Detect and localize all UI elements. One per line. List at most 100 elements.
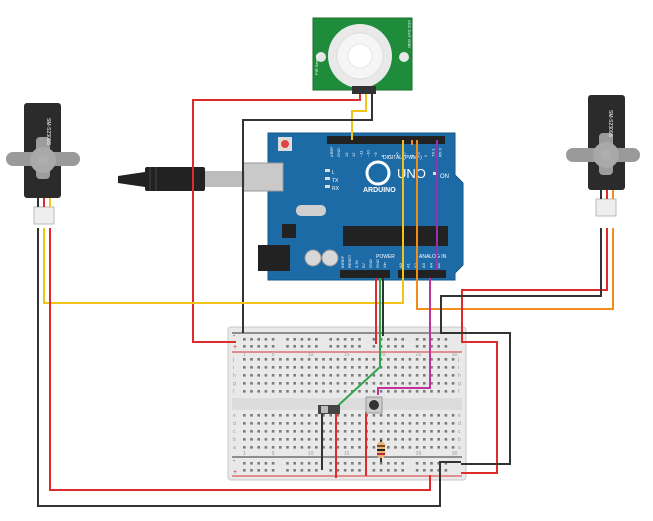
- breadboard-hole[interactable]: [293, 366, 296, 369]
- breadboard-hole[interactable]: [365, 358, 368, 361]
- breadboard-hole[interactable]: [336, 366, 340, 369]
- breadboard-hole[interactable]: [264, 462, 268, 465]
- breadboard-hole[interactable]: [394, 438, 397, 441]
- breadboard-hole[interactable]: [379, 414, 383, 417]
- breadboard-hole[interactable]: [271, 338, 275, 341]
- breadboard-hole[interactable]: [307, 374, 311, 377]
- breadboard-hole[interactable]: [343, 374, 347, 377]
- breadboard-hole[interactable]: [279, 438, 282, 441]
- breadboard-hole[interactable]: [444, 422, 448, 425]
- breadboard-hole[interactable]: [372, 438, 376, 441]
- breadboard-hole[interactable]: [279, 382, 282, 385]
- breadboard-hole[interactable]: [300, 422, 304, 425]
- breadboard-hole[interactable]: [415, 422, 419, 425]
- breadboard-hole[interactable]: [264, 469, 268, 472]
- breadboard-hole[interactable]: [387, 338, 390, 341]
- breadboard-hole[interactable]: [271, 345, 275, 348]
- breadboard-hole[interactable]: [444, 414, 448, 417]
- breadboard-hole[interactable]: [336, 390, 340, 393]
- breadboard-hole[interactable]: [358, 338, 361, 341]
- breadboard-hole[interactable]: [315, 382, 318, 385]
- breadboard-hole[interactable]: [372, 446, 376, 449]
- breadboard-hole[interactable]: [401, 438, 404, 441]
- push-button[interactable]: [365, 396, 383, 414]
- breadboard-hole[interactable]: [394, 345, 397, 348]
- breadboard-hole[interactable]: [250, 414, 253, 417]
- breadboard-hole[interactable]: [279, 390, 282, 393]
- breadboard-hole[interactable]: [257, 382, 260, 385]
- breadboard-hole[interactable]: [257, 430, 260, 433]
- breadboard-hole[interactable]: [444, 382, 448, 385]
- breadboard-hole[interactable]: [343, 446, 347, 449]
- breadboard-hole[interactable]: [365, 382, 368, 385]
- breadboard-hole[interactable]: [300, 469, 304, 472]
- breadboard-hole[interactable]: [372, 390, 376, 393]
- breadboard-hole[interactable]: [329, 338, 332, 341]
- breadboard-hole[interactable]: [379, 438, 383, 441]
- breadboard-hole[interactable]: [307, 390, 311, 393]
- breadboard-hole[interactable]: [257, 462, 260, 465]
- breadboard-hole[interactable]: [250, 382, 253, 385]
- breadboard-hole[interactable]: [286, 446, 289, 449]
- breadboard-hole[interactable]: [415, 345, 419, 348]
- breadboard-hole[interactable]: [300, 462, 304, 465]
- breadboard-hole[interactable]: [257, 358, 260, 361]
- breadboard-hole[interactable]: [271, 390, 275, 393]
- breadboard-hole[interactable]: [415, 374, 419, 377]
- breadboard-hole[interactable]: [322, 390, 325, 393]
- breadboard-hole[interactable]: [322, 414, 325, 417]
- breadboard-hole[interactable]: [351, 366, 354, 369]
- breadboard-hole[interactable]: [286, 366, 289, 369]
- breadboard-hole[interactable]: [451, 390, 455, 393]
- breadboard-hole[interactable]: [358, 358, 361, 361]
- breadboard-hole[interactable]: [243, 358, 246, 361]
- slide-switch[interactable]: [318, 405, 340, 414]
- breadboard-hole[interactable]: [307, 446, 311, 449]
- breadboard-hole[interactable]: [293, 422, 296, 425]
- breadboard-hole[interactable]: [264, 338, 268, 341]
- breadboard-hole[interactable]: [286, 414, 289, 417]
- breadboard-hole[interactable]: [336, 382, 340, 385]
- breadboard-hole[interactable]: [358, 438, 361, 441]
- breadboard-hole[interactable]: [243, 345, 246, 348]
- breadboard-hole[interactable]: [451, 358, 455, 361]
- breadboard-hole[interactable]: [336, 338, 340, 341]
- breadboard-hole[interactable]: [358, 469, 361, 472]
- breadboard-hole[interactable]: [336, 422, 340, 425]
- breadboard-hole[interactable]: [387, 358, 390, 361]
- breadboard-hole[interactable]: [336, 345, 340, 348]
- breadboard-hole[interactable]: [293, 430, 296, 433]
- breadboard-hole[interactable]: [423, 345, 426, 348]
- breadboard-hole[interactable]: [394, 338, 397, 341]
- breadboard-hole[interactable]: [336, 358, 340, 361]
- breadboard-hole[interactable]: [315, 374, 318, 377]
- breadboard-hole[interactable]: [271, 414, 275, 417]
- breadboard-hole[interactable]: [257, 438, 260, 441]
- breadboard-hole[interactable]: [293, 345, 296, 348]
- breadboard-hole[interactable]: [336, 469, 340, 472]
- breadboard-hole[interactable]: [257, 366, 260, 369]
- breadboard-hole[interactable]: [394, 374, 397, 377]
- breadboard-hole[interactable]: [293, 414, 296, 417]
- breadboard-hole[interactable]: [264, 446, 268, 449]
- breadboard-hole[interactable]: [250, 390, 253, 393]
- breadboard-hole[interactable]: [430, 446, 433, 449]
- breadboard-hole[interactable]: [250, 438, 253, 441]
- breadboard-hole[interactable]: [315, 438, 318, 441]
- breadboard-hole[interactable]: [423, 469, 426, 472]
- breadboard-hole[interactable]: [358, 374, 361, 377]
- breadboard-hole[interactable]: [387, 366, 390, 369]
- breadboard-hole[interactable]: [315, 462, 318, 465]
- breadboard-hole[interactable]: [372, 345, 376, 348]
- breadboard-hole[interactable]: [372, 422, 376, 425]
- breadboard-hole[interactable]: [415, 382, 419, 385]
- breadboard-hole[interactable]: [444, 462, 448, 465]
- breadboard-hole[interactable]: [372, 374, 376, 377]
- breadboard-hole[interactable]: [437, 358, 440, 361]
- breadboard-hole[interactable]: [243, 374, 246, 377]
- breadboard-hole[interactable]: [286, 390, 289, 393]
- breadboard-hole[interactable]: [264, 345, 268, 348]
- breadboard-hole[interactable]: [401, 390, 404, 393]
- breadboard-hole[interactable]: [322, 446, 325, 449]
- breadboard-hole[interactable]: [279, 366, 282, 369]
